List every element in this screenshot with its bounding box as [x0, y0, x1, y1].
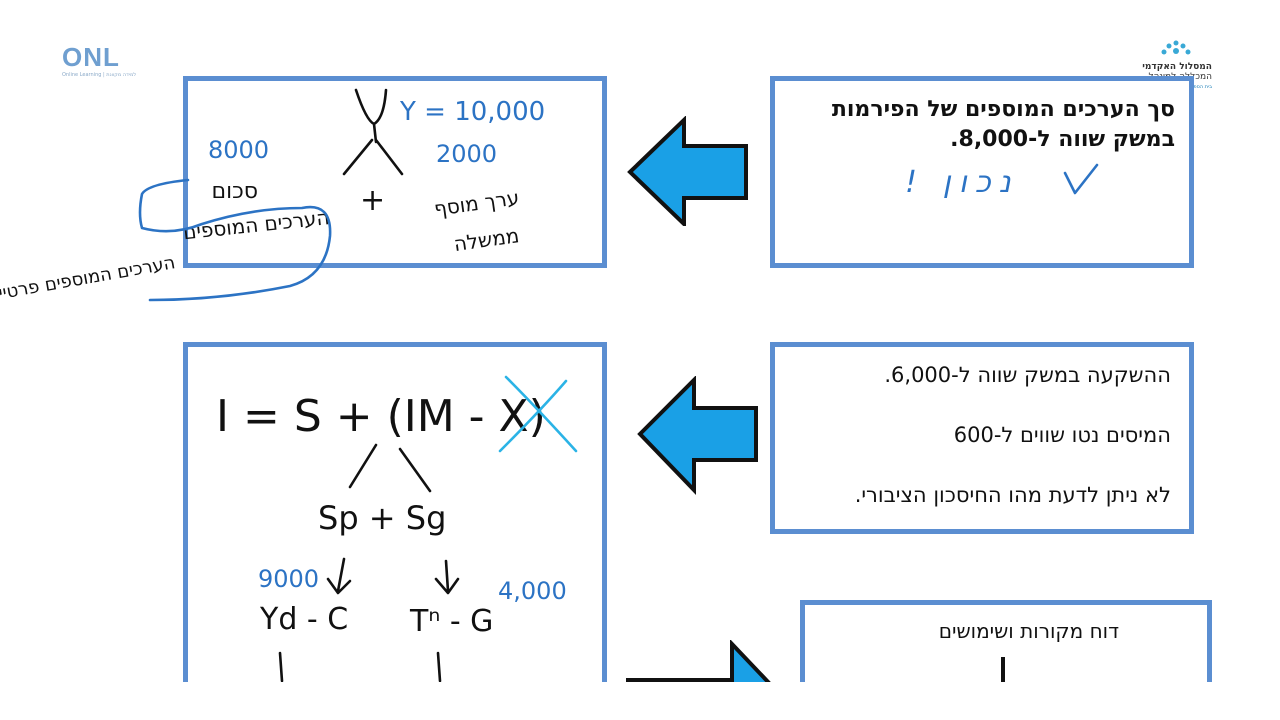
- govt-label-2: ממשלה: [452, 223, 520, 256]
- value-2000: 2000: [436, 140, 497, 168]
- investment-equation: I = S + (IM - X): [216, 391, 546, 442]
- statement-2-line-3: לא ניתן לדעת מהו החיסכון הציבורי.: [854, 483, 1171, 507]
- page-bottom-band: [0, 682, 1280, 720]
- statement-frame-2: ההשקעה במשק שווה ל-6,000. המיסים נטו שוו…: [770, 342, 1194, 534]
- statement-3-title: דוח מקורות ושימושים: [938, 619, 1119, 643]
- handwritten-verdict: נכון !: [905, 165, 1019, 200]
- statement-2-line-1: ההשקעה במשק שווה ל-6,000.: [884, 363, 1171, 387]
- notes-frame-2: I = S + (IM - X) Sp + Sg 9000 4,000 Yd -…: [183, 342, 607, 692]
- college-logo-line1: המסלול האקדמי: [1142, 62, 1212, 72]
- college-logo-dots: [1161, 40, 1191, 55]
- statement-2-line-2: המיסים נטו שווים ל-600: [953, 423, 1171, 447]
- savings-split: Sp + Sg: [318, 499, 446, 537]
- statement-1-line-1: סך הערכים המוספים של הפירמות: [831, 97, 1175, 122]
- left-arrow-icon: [627, 116, 748, 226]
- handwriting-notes-1: Y = 10,000 8000 2000 סכום הערכים המוספים…: [0, 88, 545, 306]
- statement-frame-1: סך הערכים המוספים של הפירמות במשק שווה ל…: [770, 76, 1194, 268]
- y-value-label: Y = 10,000: [399, 97, 545, 127]
- plus-sign: +: [360, 183, 385, 218]
- notes-frame-1: [183, 76, 607, 268]
- sum-label: סכום: [211, 179, 258, 204]
- onl-logo-mark: ONL: [62, 42, 120, 72]
- private-label: הערכים המוספים פרטיים: [0, 252, 177, 306]
- left-arrow-icon: [637, 376, 758, 495]
- value-9000: 9000: [258, 565, 319, 593]
- handwriting-notes-2: I = S + (IM - X) Sp + Sg 9000 4,000 Yd -…: [216, 375, 578, 683]
- statement-1-line-2: במשק שווה ל-8,000.: [950, 127, 1175, 152]
- govt-label-1: ערך מוסף: [432, 185, 520, 221]
- table-divider: [1001, 657, 1005, 697]
- onl-logo: ONL Online Learning | למידה מקוונת: [62, 44, 142, 80]
- value-8000: 8000: [208, 136, 269, 164]
- public-savings-formula: Tⁿ - G: [409, 604, 493, 639]
- onl-logo-tagline: Online Learning | למידה מקוונת: [62, 72, 137, 78]
- private-savings-formula: Yd - C: [259, 602, 348, 637]
- checkmark-icon: [1063, 163, 1099, 195]
- value-4000: 4,000: [498, 577, 567, 605]
